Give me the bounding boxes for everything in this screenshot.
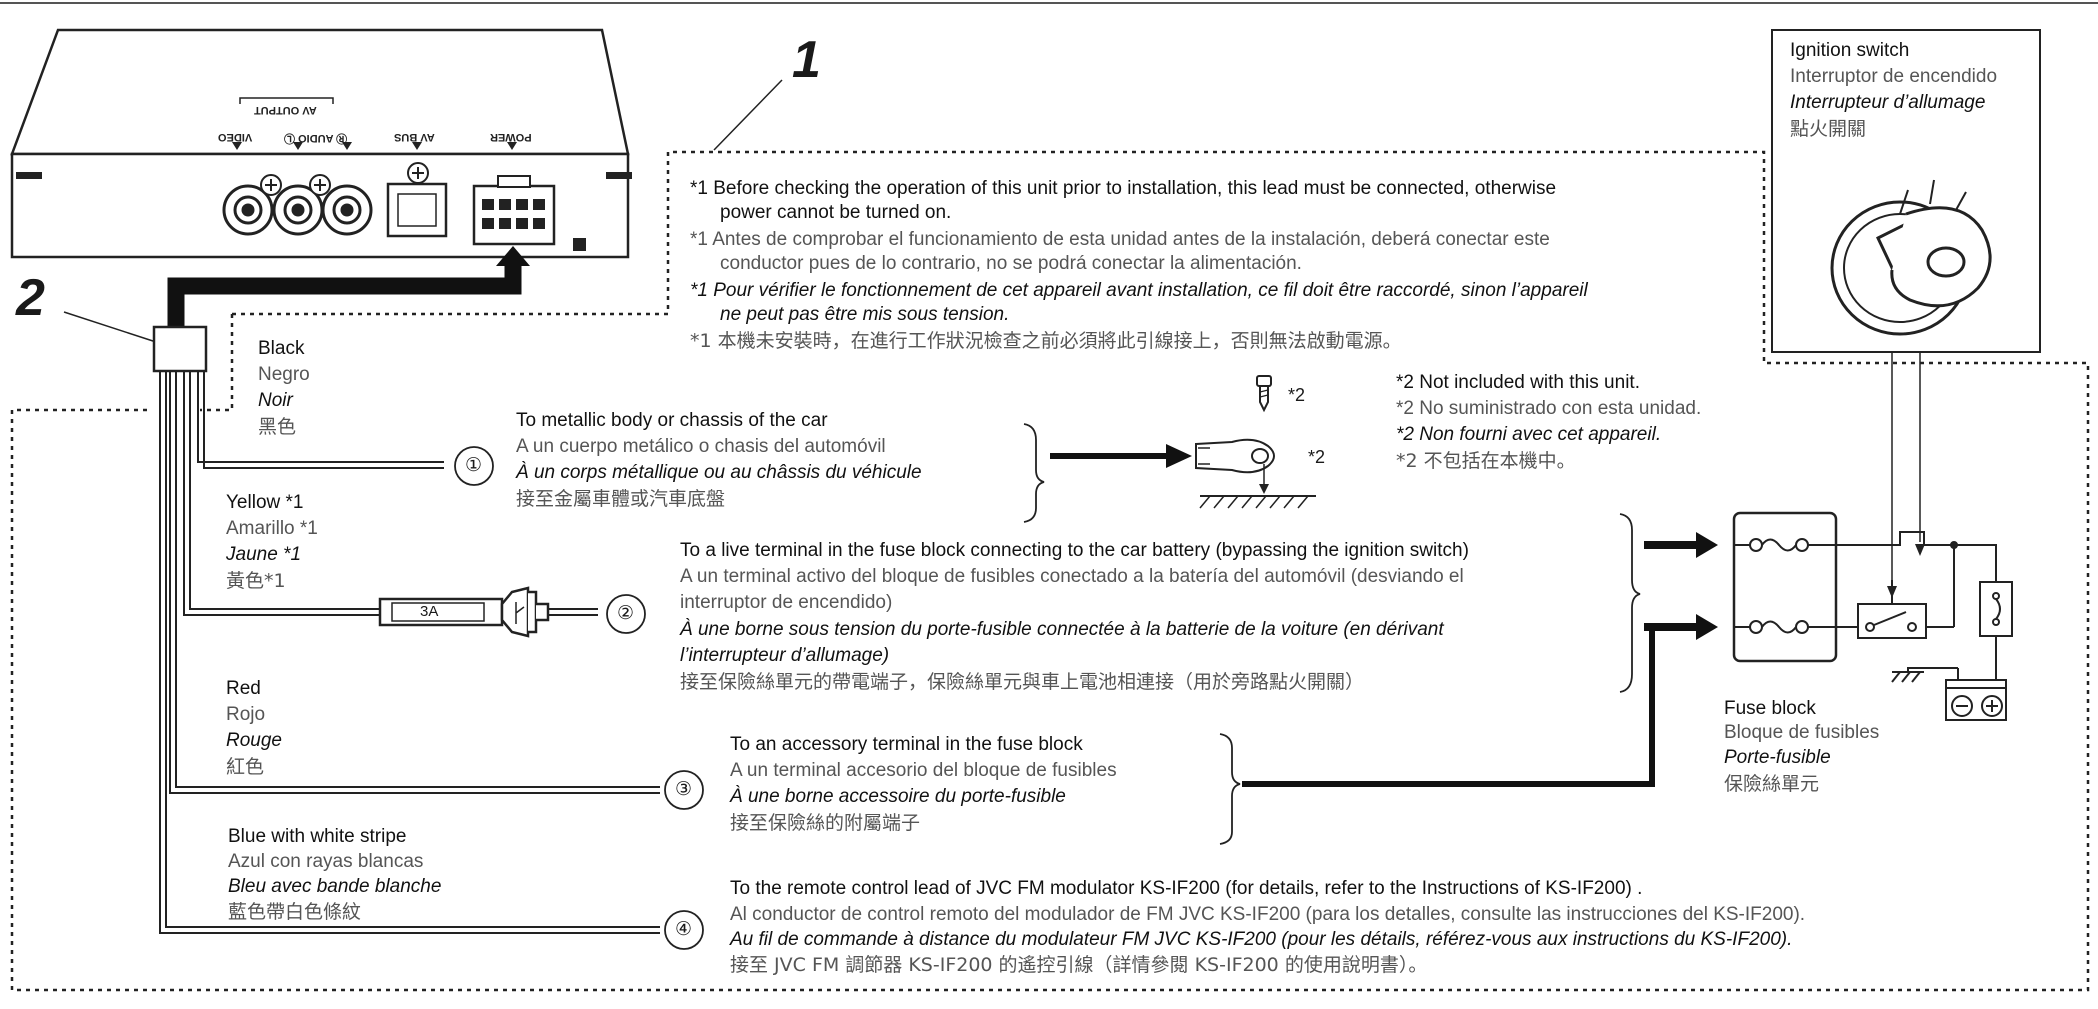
fuse-block-fr: Porte-fusible: [1724, 747, 1831, 768]
note-1-en: *1 Before checking the operation of this…: [690, 178, 1557, 199]
blue-en: Blue with white stripe: [228, 826, 407, 847]
connection-2-number: ②: [617, 603, 635, 624]
note-1-zh: *1 本機未安裝時，在進行工作狀況檢查之前必須將此引線接上，否則無法啟動電源。: [690, 330, 1402, 352]
red-en: Red: [226, 678, 261, 699]
c2-zh: 接至保險絲單元的帶電端子，保險絲單元與車上電池相連接（用於旁路點火開關）: [680, 671, 1365, 693]
c4-fr: Au fil de commande à distance du modulat…: [730, 929, 1793, 950]
fuse-block-zh: 保險絲單元: [1724, 773, 1820, 795]
note-1-es: *1 Antes de comprobar el funcionamiento …: [690, 229, 1550, 250]
connection-4-marker: [664, 910, 704, 950]
yellow-es: Amarillo *1: [226, 518, 318, 539]
screw-note-mark: *2: [1288, 385, 1306, 405]
connection-1-marker: [454, 446, 494, 486]
c2-fr: À une borne sous tension du porte-fusibl…: [680, 619, 1444, 640]
ignition-en: Ignition switch: [1790, 40, 1910, 61]
c1-en: To metallic body or chassis of the car: [516, 410, 828, 431]
c4-en: To the remote control lead of JVC FM mod…: [730, 878, 1643, 899]
red-fr: Rouge: [226, 730, 282, 751]
ignition-switch-box: [1771, 29, 2041, 353]
connection-3-number: ③: [675, 779, 693, 800]
yellow-fr: Jaune *1: [226, 544, 302, 565]
note-2-zh: *2 不包括在本機中。: [1396, 450, 1576, 472]
rca-jack: [222, 184, 373, 236]
main-unit: [10, 28, 632, 259]
fuse-block-en: Fuse block: [1724, 698, 1816, 719]
connection-4-number: ④: [675, 919, 693, 940]
connection-1-number: ①: [465, 455, 483, 476]
ground-connection: [1050, 375, 1316, 509]
c3-es: A un terminal accesorio del bloque de fu…: [730, 760, 1117, 781]
connection-3-marker: [664, 770, 704, 810]
c1-zh: 接至金屬車體或汽車底盤: [516, 488, 726, 510]
blue-fr: Bleu avec bande blanche: [228, 876, 442, 897]
blue-es: Azul con rayas blancas: [228, 851, 424, 872]
yellow-en: Yellow *1: [226, 492, 304, 513]
red-es: Rojo: [226, 704, 266, 725]
note-2-fr: *2 Non fourni avec cet appareil.: [1396, 424, 1662, 445]
brace: [1023, 423, 1641, 845]
c4-es: Al conductor de control remoto del modul…: [730, 904, 1806, 925]
av-bus-connector: [386, 182, 448, 238]
black-zh: 黑色: [258, 416, 297, 438]
fuse-block-es: Bloque de fusibles: [1724, 722, 1880, 743]
callout-2: 2: [16, 269, 45, 327]
ground-screw: [260, 162, 429, 196]
video-label: VIDEO: [218, 131, 253, 143]
ignition-key-icon: [1830, 179, 1992, 336]
black-en: Black: [258, 338, 305, 359]
callout-1: 1: [792, 31, 821, 89]
note-1-es-cont: conductor pues de lo contrario, no se po…: [720, 253, 1302, 274]
ignition-fr: Interrupteur d’allumage: [1790, 92, 1986, 113]
note-2-es: *2 No suministrado con esta unidad.: [1396, 398, 1702, 419]
c3-fr: À une borne accessoire du porte-fusible: [730, 786, 1066, 807]
black-fr: Noir: [258, 390, 293, 411]
fuse-arrow: [1644, 532, 1718, 640]
inline-fuse-holder: [378, 586, 598, 638]
ignition-es: Interruptor de encendido: [1790, 66, 1998, 87]
dotted-frame: [10, 150, 2090, 992]
c1-es: A un cuerpo metálico o chasis del automó…: [516, 436, 886, 457]
fuse-rating: 3A: [420, 603, 439, 620]
power-cable-arrow: [167, 246, 530, 334]
connection-2-marker: [606, 594, 646, 634]
black-es: Negro: [258, 364, 310, 385]
ignition-zh: 點火開關: [1790, 118, 1867, 140]
note-1-en-cont: power cannot be turned on.: [720, 202, 952, 223]
red-zh: 紅色: [226, 756, 265, 778]
accessory-wire: [1242, 627, 1655, 787]
blue-zh: 藍色帶白色條紋: [228, 901, 362, 923]
yellow-zh: 黃色*1: [226, 570, 286, 592]
note-2-en: *2 Not included with this unit.: [1396, 372, 1640, 393]
c2-fr-cont: l’interrupteur d’allumage): [680, 645, 890, 666]
note-1-fr: *1 Pour vérifier le fonctionnement de ce…: [690, 280, 1588, 301]
c3-zh: 接至保險絲的附屬端子: [730, 812, 921, 834]
av-output-label: AV OUTPUT: [254, 104, 317, 116]
power-connector: [472, 175, 556, 246]
power-label: POWER: [490, 131, 532, 143]
c2-en: To a live terminal in the fuse block con…: [680, 540, 1469, 561]
screw-icon: [1256, 375, 1272, 413]
c3-en: To an accessory terminal in the fuse blo…: [730, 734, 1083, 755]
fuse-block: [1732, 511, 1838, 663]
c4-zh: 接至 JVC FM 調節器 KS-IF200 的遙控引線（詳情參閱 KS-IF2…: [730, 954, 1428, 976]
wire-connector: [152, 325, 208, 373]
audio-label: Ⓡ AUDIO Ⓛ: [284, 132, 348, 144]
av-bus-label: AV BUS: [394, 131, 435, 143]
circuit: [1836, 531, 2013, 721]
ring-note-mark: *2: [1308, 447, 1326, 467]
c2-es-cont: interruptor de encendido): [680, 592, 893, 613]
c1-fr: À un corps métallique ou au châssis du v…: [516, 462, 922, 483]
c2-es: A un terminal activo del bloque de fusib…: [680, 566, 1464, 587]
note-1-fr-cont: ne peut pas être mis sous tension.: [720, 304, 1010, 325]
wire-bundle: [159, 371, 660, 934]
